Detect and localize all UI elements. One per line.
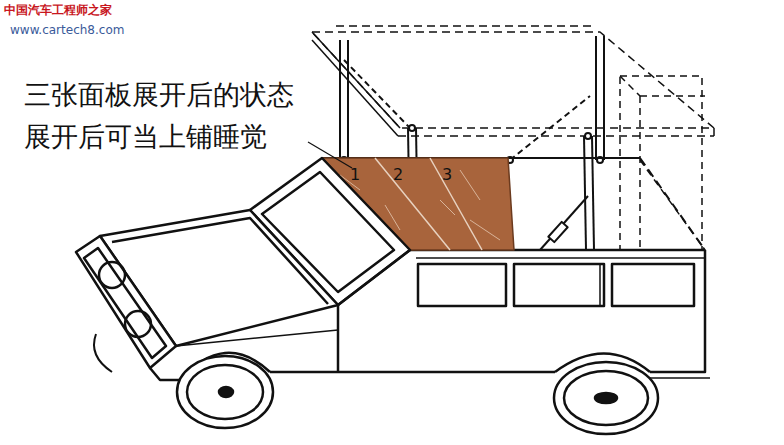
watermark-url: www.cartech8.com: [10, 24, 124, 37]
callout-number: 2: [393, 166, 403, 184]
callout-number: 3: [442, 166, 452, 184]
wheels: [177, 356, 658, 434]
hood-edge: [112, 218, 328, 304]
callout-number: 1: [350, 166, 360, 184]
leader-line: [308, 142, 352, 168]
watermark-text: 中国汽车工程师之家: [4, 4, 112, 17]
front-face: [76, 236, 176, 372]
raised-canopy: [312, 26, 714, 136]
rear-compartment: [620, 76, 705, 250]
note-text: 展开后可当上铺睡觉: [24, 122, 267, 152]
note-text: 三张面板展开后的状态: [24, 80, 294, 110]
